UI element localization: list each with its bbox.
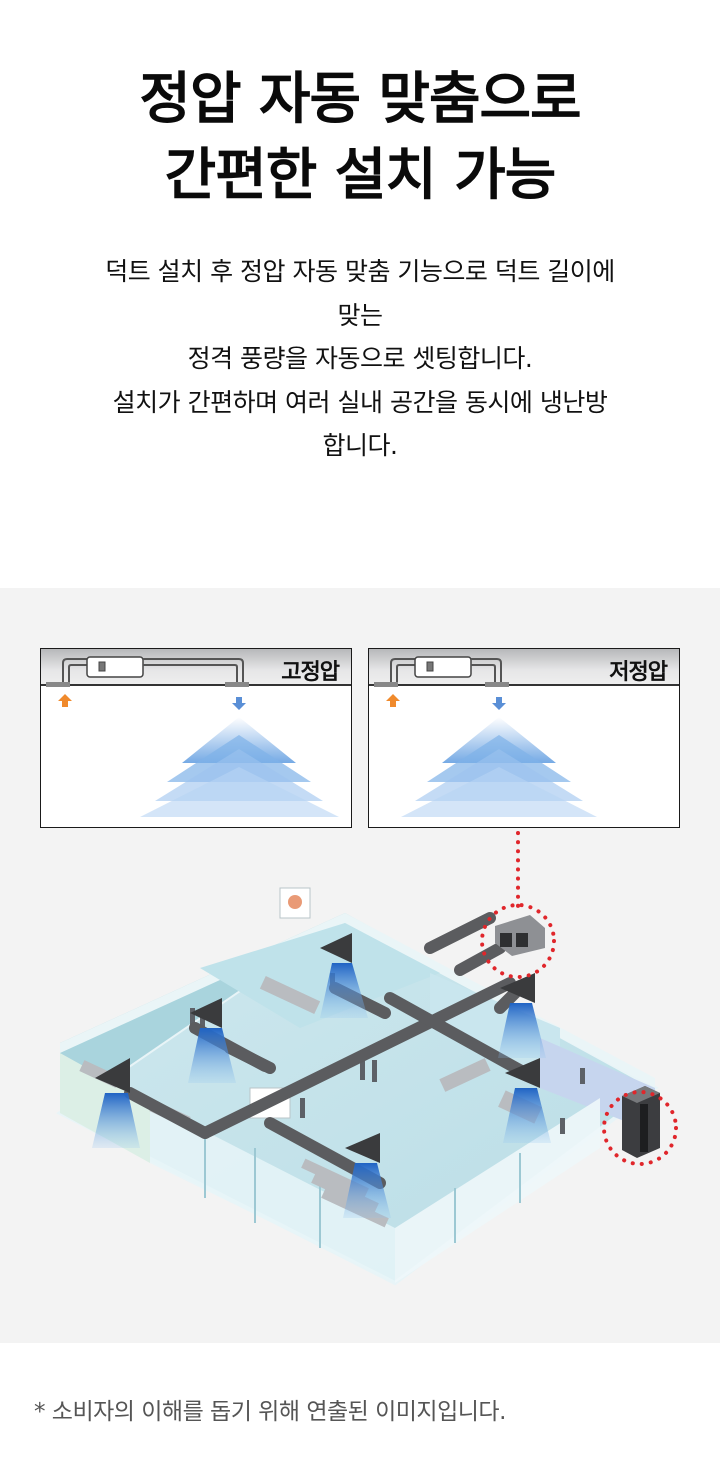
headline-line-1: 정압 자동 맞춤으로: [139, 67, 581, 132]
description-line: 덕트 설치 후 정압 자동 맞춤 기능으로 덕트 길이에: [105, 257, 615, 286]
description-line: 정격 풍량을 자동으로 셋팅합니다.: [187, 344, 533, 373]
description: 덕트 설치 후 정압 자동 맞춤 기능으로 덕트 길이에 맞는 정격 풍량을 자…: [40, 250, 680, 468]
intake-arrow-icon: [58, 694, 72, 707]
illustration-section: 고정압: [0, 588, 720, 1343]
low-pressure-panel: 저정압: [368, 648, 680, 828]
intake-arrow-icon: [386, 694, 400, 707]
duct-airflow-diagram-long: [46, 656, 339, 817]
headline: 정압 자동 맞춤으로 간편한 설치 가능: [0, 62, 720, 214]
outlet-arrow-icon: [492, 697, 506, 710]
headline-line-2: 간편한 설치 가능: [164, 143, 557, 208]
description-line: 설치가 간편하며 여러 실내 공간을 동시에 냉난방: [112, 387, 608, 417]
fixed-pressure-panel: 고정압: [40, 648, 352, 828]
duct-airflow-diagram-short: [374, 656, 597, 817]
outlet-arrow-icon: [232, 697, 246, 710]
description-line: 합니다.: [322, 431, 398, 460]
panel-label: 저정압: [609, 660, 668, 685]
panel-label: 고정압: [281, 660, 340, 685]
description-line: 맞는: [337, 300, 383, 330]
office-duct-illustration: [56, 831, 678, 1286]
disclaimer-footnote: * 소비자의 이해를 돕기 위해 연출된 이미지입니다.: [34, 1399, 506, 1425]
